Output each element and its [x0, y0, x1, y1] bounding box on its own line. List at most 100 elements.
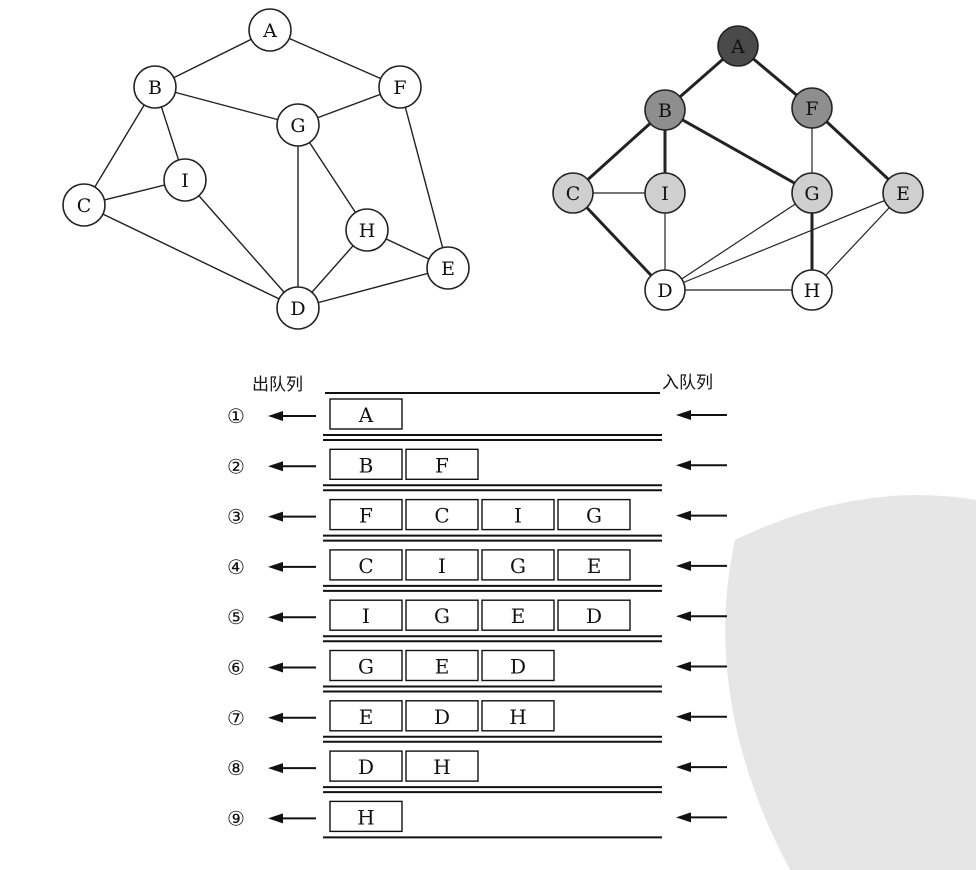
queue-item-label: F	[435, 453, 449, 477]
node-G: G	[276, 103, 320, 147]
node-label: H	[804, 280, 821, 302]
enqueue-arrow-icon	[676, 510, 727, 521]
node-H: H	[791, 269, 833, 311]
queue-item-label: B	[359, 453, 374, 477]
queue-item-label: G	[358, 655, 374, 679]
node-label: E	[896, 183, 910, 205]
dequeue-arrow-icon	[268, 561, 316, 572]
watermark-seal-shape	[725, 495, 976, 870]
queue-item: E	[405, 649, 479, 682]
queue-item-label: H	[509, 705, 526, 729]
queue-item-box	[481, 498, 555, 531]
node-E: E	[426, 246, 470, 290]
queue-item-label: E	[359, 705, 374, 729]
queue-item-box	[329, 498, 403, 531]
node-G: G	[791, 172, 833, 214]
node-circle	[378, 65, 422, 109]
queue-item: F	[329, 498, 403, 531]
node-circle	[62, 183, 106, 227]
queue-item: E	[481, 599, 555, 631]
node-A: A	[717, 25, 759, 67]
node-circle	[426, 246, 470, 290]
dequeue-arrow-icon	[268, 662, 316, 673]
queue-item-label: C	[358, 554, 373, 578]
enqueue-arrow-icon	[676, 762, 727, 773]
dequeue-arrow-icon	[268, 712, 316, 723]
node-label: C	[77, 195, 92, 217]
node-label: B	[658, 100, 672, 122]
node-circle	[163, 158, 207, 202]
queue-item-box	[405, 498, 479, 531]
node-label: F	[393, 77, 406, 99]
queue-item: I	[405, 549, 479, 581]
node-D: D	[276, 286, 320, 330]
node-label: I	[661, 183, 669, 205]
queue-item-label: E	[587, 554, 602, 578]
queue-item: I	[329, 599, 403, 631]
node-circle	[791, 87, 833, 129]
node-circle	[644, 269, 686, 311]
queue-item: D	[481, 649, 555, 682]
queue-item-label: I	[362, 604, 370, 628]
edge-C-D	[571, 191, 667, 292]
node-label: A	[730, 36, 745, 58]
queue-item: E	[329, 700, 403, 732]
queue-item-box	[481, 599, 555, 631]
enqueue-arrow-icon	[676, 560, 727, 571]
node-circle	[276, 103, 320, 147]
queue-item-label: E	[435, 655, 450, 679]
step-number: ②	[227, 454, 245, 478]
dequeue-arrow-icon	[268, 411, 316, 421]
queue-item-label: G	[586, 504, 602, 528]
enqueue-arrow-icon	[676, 812, 727, 823]
edge-B-C	[83, 86, 156, 206]
step-number: ③	[227, 505, 245, 529]
step-number: ⑤	[227, 605, 245, 629]
step-number: ④	[227, 555, 245, 579]
node-label: G	[804, 183, 819, 205]
queue-item-label: I	[514, 504, 522, 528]
edge-E-H	[811, 192, 904, 291]
step-number: ⑨	[227, 806, 245, 830]
node-circle	[248, 8, 292, 52]
queue-item-box	[481, 700, 555, 732]
node-label: A	[262, 20, 277, 42]
node-B: B	[133, 65, 177, 109]
watermark-seal	[725, 495, 976, 870]
node-label: E	[441, 258, 455, 280]
queue-item-box	[557, 599, 631, 631]
queue-item-box	[329, 599, 403, 631]
queue-item-box	[481, 649, 555, 682]
node-C: C	[62, 183, 106, 227]
queue-item: A	[329, 398, 403, 430]
node-B: B	[644, 89, 686, 131]
queue-item-box	[405, 448, 479, 480]
queue-item: G	[481, 549, 555, 581]
queue-row: ③ F C I G	[227, 498, 727, 542]
node-label: D	[290, 298, 305, 320]
edge-C-D	[83, 204, 299, 309]
node-label: B	[148, 77, 162, 99]
queue-item-label: A	[358, 403, 374, 427]
queue-item-label: C	[434, 504, 449, 528]
queue-item-label: D	[586, 604, 602, 628]
queue-item: C	[329, 549, 403, 581]
edge-I-D	[184, 179, 299, 309]
dequeue-arrow-icon	[268, 461, 316, 472]
queue-item: H	[405, 750, 479, 782]
dequeue-label: 出队列	[252, 375, 303, 395]
enqueue-arrow-icon	[676, 661, 727, 672]
queue-item: D	[557, 599, 631, 631]
node-C: C	[552, 172, 594, 214]
edge-F-E	[399, 86, 449, 269]
step-number: ⑧	[227, 756, 245, 780]
node-circle	[552, 172, 594, 214]
queue-row: ② B F	[227, 448, 727, 492]
